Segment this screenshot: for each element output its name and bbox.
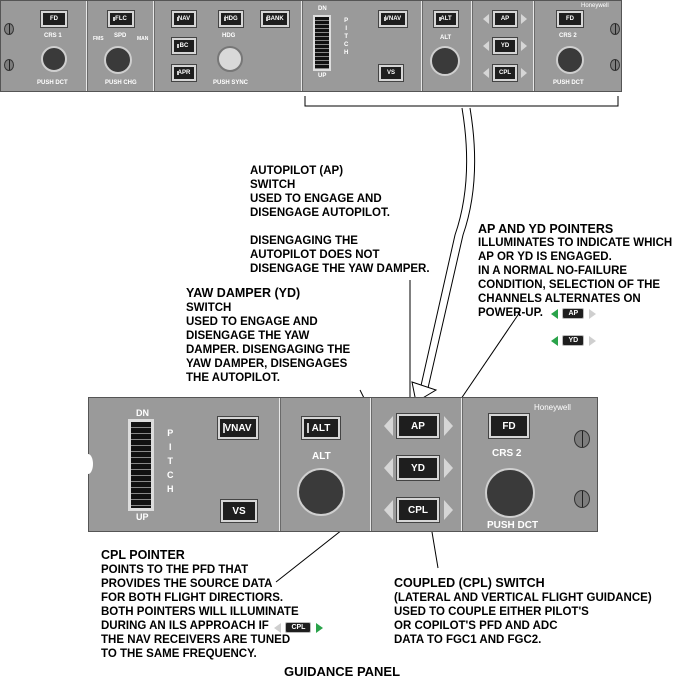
screw: [4, 23, 14, 35]
spd-knob[interactable]: [104, 46, 132, 74]
yd-pointer-right-icon: [521, 41, 527, 51]
crs1-knob[interactable]: [41, 46, 67, 72]
top-guidance-panel: Honeywell FD CRS 1 PUSH DCT FLC FMS SPD …: [0, 0, 622, 92]
pitch-wheel[interactable]: [313, 15, 331, 71]
yaw-damper-annotation-body: SWITCH USED TO ENGAGE AND DISENGAGE THE …: [186, 302, 351, 384]
vnav-button[interactable]: VNAV: [379, 11, 407, 27]
ap-button[interactable]: AP: [397, 414, 439, 438]
pointer-ap-example: AP: [551, 305, 596, 323]
pitch-label: P I T C H: [344, 18, 349, 56]
cpl-mini-icon: CPL: [285, 622, 312, 634]
ap-pointer-left-icon: [483, 14, 489, 24]
cpl-pointer-right-icon: [444, 500, 453, 520]
ap-pointer-right-icon: [521, 14, 527, 24]
pitch-wheel[interactable]: [128, 419, 154, 511]
yd-button[interactable]: YD: [493, 38, 517, 54]
ap-mini-icon: AP: [562, 308, 585, 320]
fd-button[interactable]: FD: [489, 414, 529, 438]
screw: [574, 430, 590, 448]
fd-right-button[interactable]: FD: [557, 11, 583, 27]
screw: [4, 59, 14, 71]
coupled-switch-annotation-body: (LATERAL AND VERTICAL FLIGHT GUIDANCE) U…: [394, 592, 652, 646]
spd-label: SPD: [114, 33, 127, 39]
pointers-annotation-body: ILLUMINATES TO INDICATE WHICH AP OR YD I…: [478, 237, 673, 319]
alt-button[interactable]: ALT: [434, 11, 458, 27]
up-label: UP: [136, 512, 149, 522]
yd-pointer-right-icon: [444, 458, 453, 478]
hdg-button[interactable]: HDG: [219, 11, 243, 27]
brand-logo: Honeywell: [534, 403, 571, 412]
figure-caption: GUIDANCE PANEL: [284, 664, 401, 679]
hdg-knob-label: HDG: [222, 33, 236, 39]
bc-button[interactable]: BC: [172, 38, 196, 54]
cpl-pointer-example: CPL: [274, 619, 323, 637]
yd-pointer-left-icon: [384, 458, 393, 478]
zoomed-guidance-panel: Honeywell DN UP P I T C H VNAV VS ALT AL…: [83, 397, 598, 532]
screw: [610, 59, 620, 71]
yd-mini-icon: YD: [562, 335, 585, 347]
screw: [610, 23, 620, 35]
push-dct-label: PUSH DCT: [487, 520, 539, 531]
apr-button[interactable]: APR: [172, 65, 196, 81]
bank-button[interactable]: BANK: [261, 11, 289, 27]
dn-label: DN: [136, 408, 149, 418]
alt-button[interactable]: ALT: [302, 417, 340, 439]
up-label: UP: [318, 73, 327, 79]
crs2-label: CRS 2: [559, 33, 577, 39]
push-dct-right-label: PUSH DCT: [553, 80, 584, 86]
push-dct-left-label: PUSH DCT: [37, 80, 68, 86]
yd-pointer-left-icon: [483, 41, 489, 51]
cpl-pointer-right-icon: [521, 68, 527, 78]
crs2-label: CRS 2: [492, 448, 522, 459]
hdg-knob[interactable]: [217, 46, 243, 72]
dn-label: DN: [318, 6, 327, 12]
pointer-yd-example: YD: [551, 332, 596, 350]
ap-button[interactable]: AP: [493, 11, 517, 27]
push-sync-label: PUSH SYNC: [213, 80, 249, 86]
flc-button[interactable]: FLC: [108, 11, 134, 27]
cpl-pointer-annotation-body-2: THE NAV RECEIVERS ARE TUNED TO THE SAME …: [101, 634, 291, 660]
yaw-damper-annotation-title: YAW DAMPER (YD): [186, 286, 301, 300]
pitch-label: P I T C H: [167, 428, 174, 494]
alt-knob-label: ALT: [440, 35, 452, 41]
crs2-knob[interactable]: [556, 46, 584, 74]
cpl-pointer-annotation-body: POINTS TO THE PFD THAT PROVIDES THE SOUR…: [101, 564, 299, 632]
alt-knob[interactable]: [297, 468, 345, 516]
vs-button[interactable]: VS: [221, 500, 257, 522]
fd-left-button[interactable]: FD: [41, 11, 67, 27]
nav-button[interactable]: NAV: [172, 11, 196, 27]
cpl-pointer-annotation-title: CPL POINTER: [101, 548, 185, 562]
vs-button[interactable]: VS: [379, 65, 403, 81]
yd-button[interactable]: YD: [397, 456, 439, 480]
screw: [574, 490, 590, 508]
coupled-switch-annotation-title: COUPLED (CPL) SWITCH: [394, 576, 545, 590]
panel-notch: [83, 454, 93, 474]
crs2-knob[interactable]: [485, 468, 535, 518]
vnav-button[interactable]: VNAV: [218, 417, 258, 439]
cpl-pointer-left-icon: [384, 500, 393, 520]
cpl-button[interactable]: CPL: [493, 65, 517, 81]
cpl-pointer-left-icon: [483, 68, 489, 78]
push-chg-label: PUSH CHG: [105, 80, 137, 86]
alt-knob[interactable]: [430, 46, 460, 76]
alt-knob-label: ALT: [312, 451, 331, 462]
brand-logo: Honeywell: [581, 3, 609, 9]
fms-label: FMS: [93, 36, 104, 42]
cpl-button[interactable]: CPL: [397, 498, 439, 522]
ap-pointer-right-icon: [444, 416, 453, 436]
autopilot-annotation: AUTOPILOT (AP) SWITCH USED TO ENGAGE AND…: [250, 165, 430, 275]
ap-pointer-left-icon: [384, 416, 393, 436]
man-label: MAN: [137, 36, 149, 42]
crs1-label: CRS 1: [44, 33, 62, 39]
pointers-annotation-title: AP AND YD POINTERS: [478, 222, 614, 236]
